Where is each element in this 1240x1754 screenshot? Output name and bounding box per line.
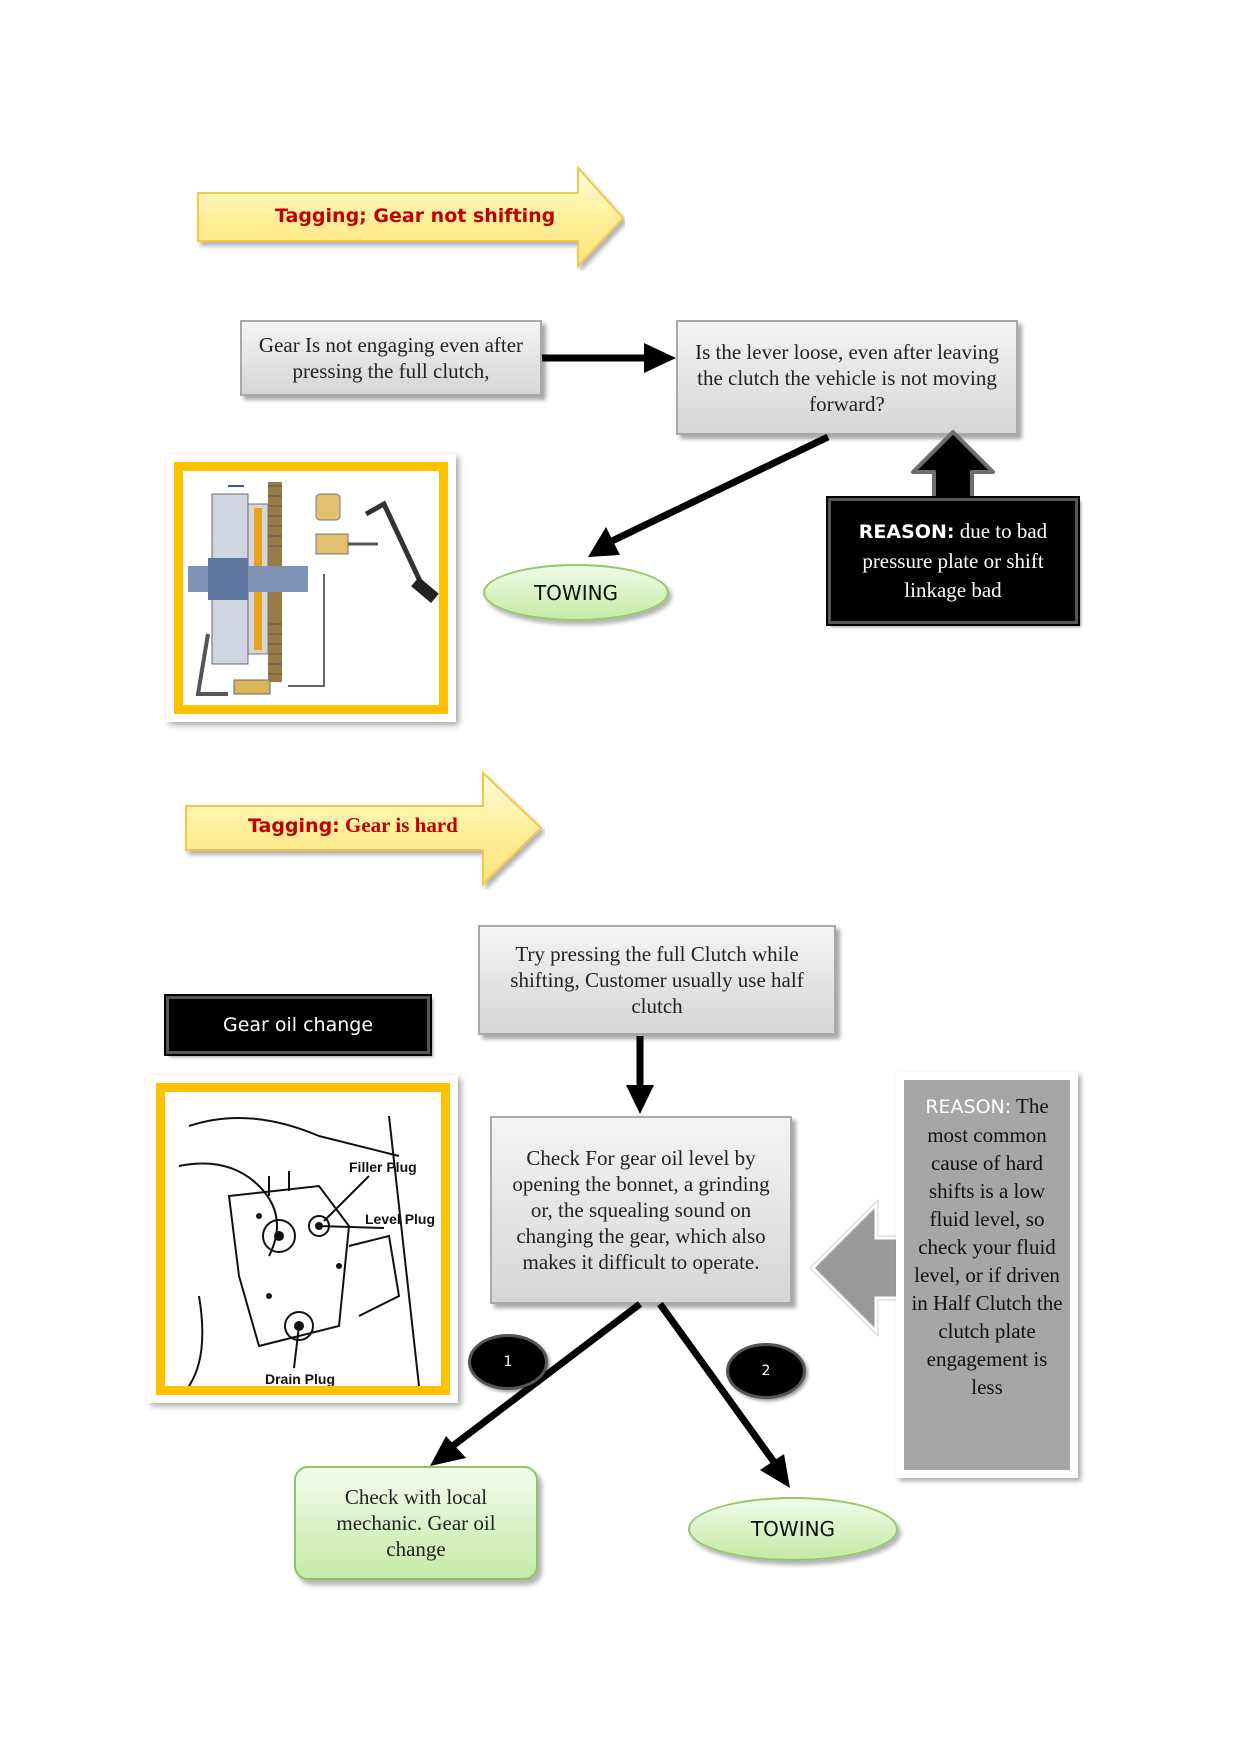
arrowhead-right: [644, 343, 676, 373]
arrowhead-down: [626, 1085, 654, 1114]
arrowhead-down-left-2: [430, 1436, 466, 1466]
option-badge-2: 2: [726, 1343, 806, 1399]
tag-label-2: Tagging: Gear is hard: [248, 813, 458, 837]
filler-plug-label: Filler Plug: [349, 1159, 417, 1175]
drain-plug-label: Drain Plug: [265, 1371, 335, 1387]
towing-oval-2: TOWING: [688, 1497, 898, 1561]
section1-connectors: [542, 343, 995, 557]
reason-label: REASON:: [858, 521, 955, 543]
reason-box-2: REASON: The most common cause of hard sh…: [896, 1072, 1078, 1478]
step-press-full-clutch: Try pressing the full Clutch while shift…: [478, 925, 836, 1035]
tag-label-1: Tagging; Gear not shifting: [275, 205, 556, 227]
level-plug-label: Level Plug: [365, 1211, 435, 1227]
step-check-gear-oil: Check For gear oil level by opening the …: [490, 1116, 792, 1304]
tag-arrow-2: [185, 770, 543, 887]
arrowhead-down-right: [760, 1454, 790, 1488]
step-lever-loose: Is the lever loose, even after leaving t…: [676, 320, 1018, 435]
gearbox-diagram-frame: Filler Plug Level Plug Drain Plug: [148, 1075, 458, 1403]
clutch-diagram-image: [174, 462, 448, 714]
tag-arrow-1: [197, 166, 625, 269]
gear-oil-change-label: Gear oil change: [164, 994, 432, 1056]
reason-box-1: REASON: due to bad pressure plate or shi…: [826, 496, 1080, 626]
towing-oval-1: TOWING: [483, 564, 669, 621]
outcome-local-mechanic: Check with local mechanic. Gear oil chan…: [294, 1466, 538, 1580]
reason-label-2: REASON:: [925, 1096, 1012, 1118]
clutch-diagram-frame: [166, 454, 456, 722]
gearbox-diagram-image: Filler Plug Level Plug Drain Plug: [156, 1083, 450, 1395]
option-badge-1: 1: [468, 1334, 548, 1390]
arrowhead-down-left: [588, 527, 620, 557]
step-gear-not-engaging: Gear Is not engaging even after pressing…: [240, 320, 542, 396]
